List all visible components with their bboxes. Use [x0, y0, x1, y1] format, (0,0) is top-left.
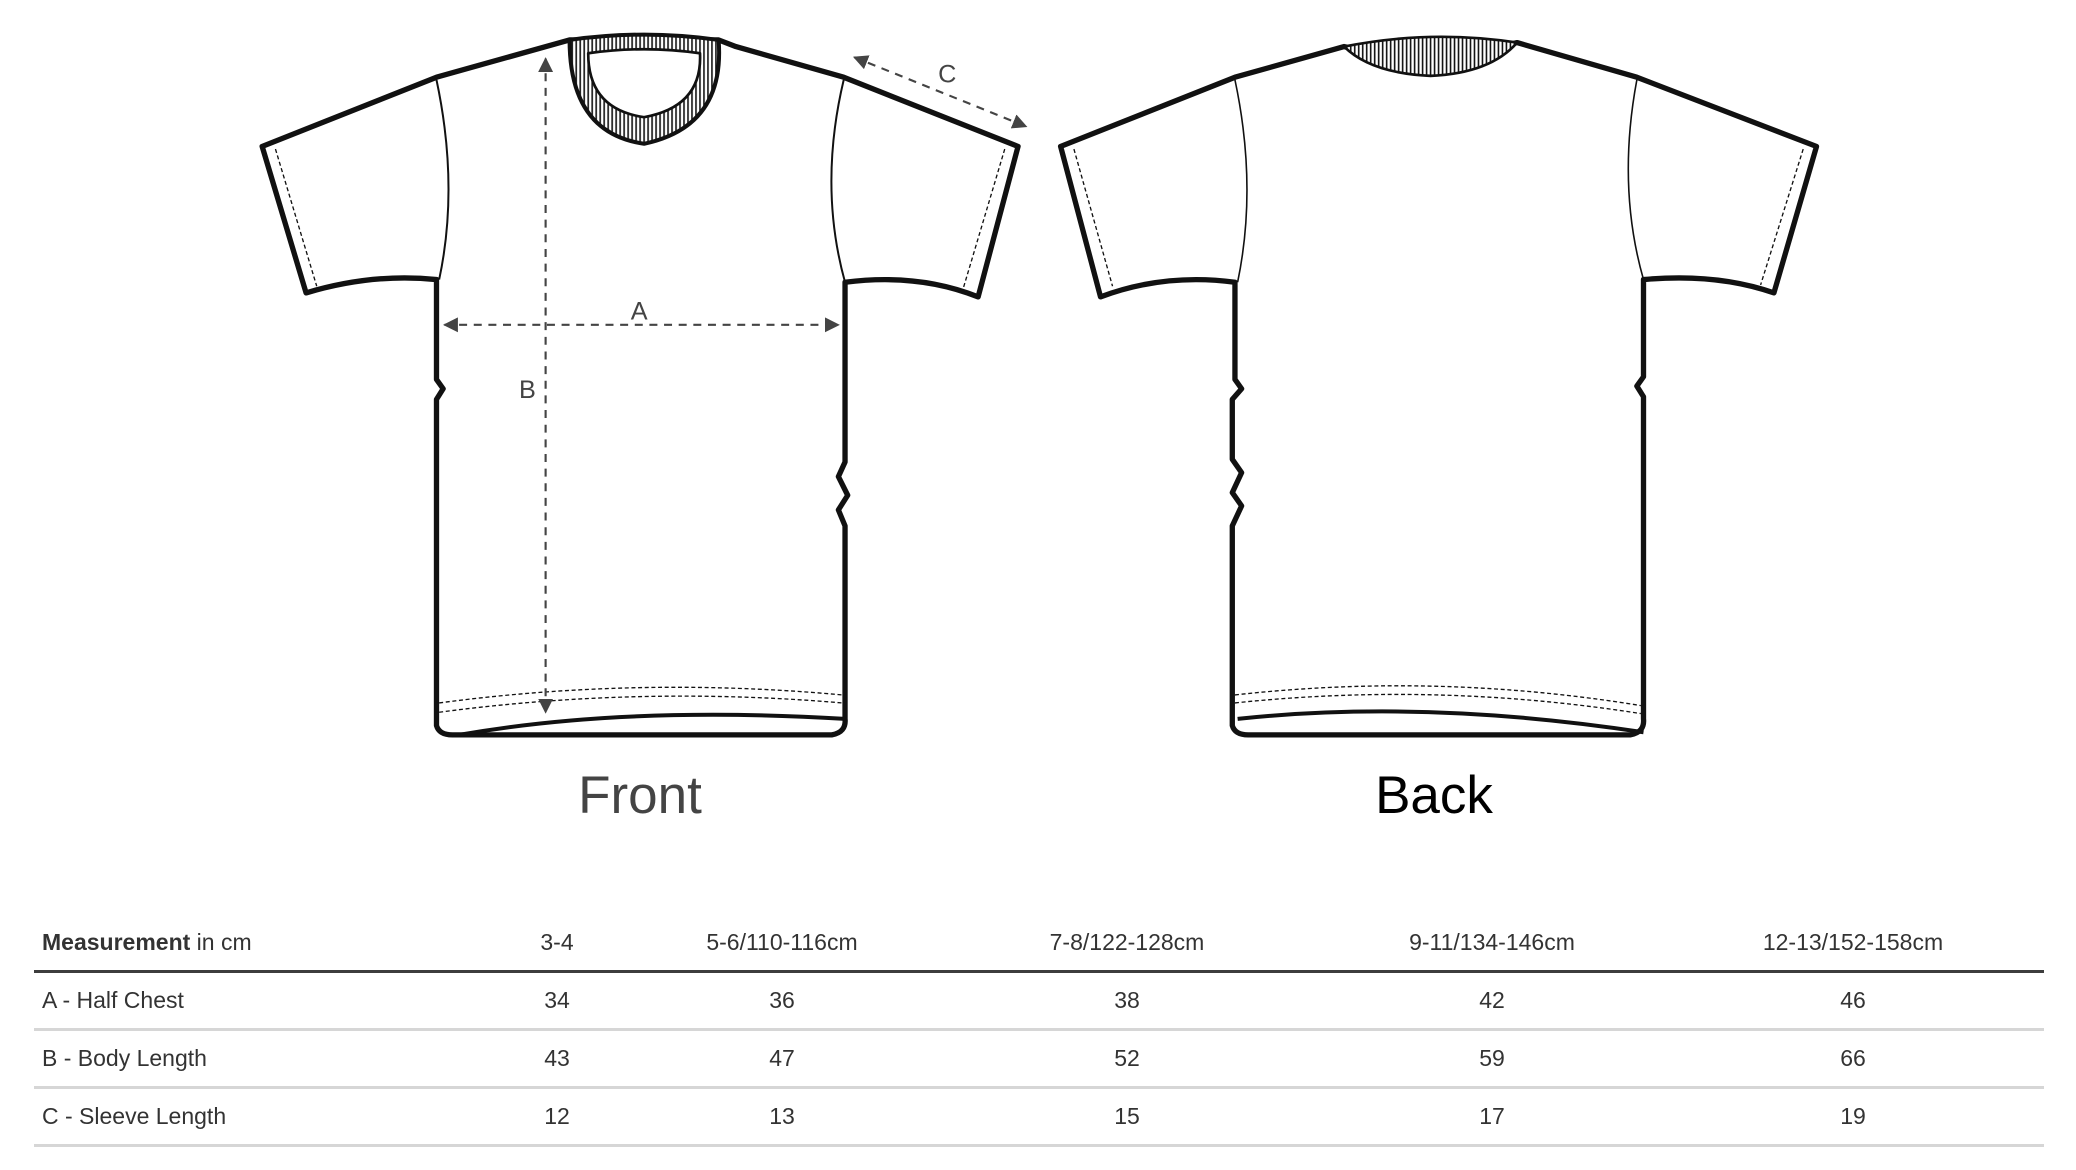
- size-header: 5-6/110-116cm: [706, 929, 858, 955]
- size-header: 7-8/122-128cm: [1049, 929, 1205, 955]
- back-label: Back: [1375, 766, 1493, 825]
- tshirt-diagrams: A B C: [259, 32, 1820, 738]
- cell: 36: [769, 987, 795, 1013]
- size-header: 3-4: [540, 929, 574, 955]
- cell: 13: [769, 1103, 795, 1129]
- front-shirt: [259, 32, 1021, 738]
- cell: 12: [544, 1103, 570, 1129]
- dim-a-label: A: [631, 298, 648, 326]
- size-header: 9-11/134-146cm: [1409, 929, 1575, 955]
- front-label: Front: [578, 766, 702, 825]
- cell: 17: [1479, 1103, 1505, 1129]
- row-label: A - Half Chest: [42, 987, 184, 1013]
- dim-c-label: C: [938, 61, 956, 89]
- size-header: 12-13/152-158cm: [1762, 929, 1944, 955]
- measurement-header: Measurement in cm: [34, 915, 482, 972]
- cell: 46: [1840, 987, 1866, 1013]
- cell: 59: [1479, 1045, 1505, 1071]
- dim-b-label: B: [519, 376, 536, 404]
- cell: 42: [1479, 987, 1505, 1013]
- row-label: B - Body Length: [42, 1045, 207, 1071]
- table-row: B - Body Length 43 47 52 59 66: [34, 1030, 2044, 1088]
- cell: 66: [1840, 1045, 1866, 1071]
- back-shirt: [1057, 35, 1820, 738]
- cell: 19: [1840, 1103, 1866, 1129]
- table-row: C - Sleeve Length 12 13 15 17 19: [34, 1088, 2044, 1146]
- table-header-row: Measurement in cm 3-4 5-6/110-116cm 7-8/…: [34, 915, 2044, 972]
- cell: 47: [769, 1045, 795, 1071]
- header-unit: in cm: [190, 929, 252, 955]
- cell: 43: [544, 1045, 570, 1071]
- table-row: A - Half Chest 34 36 38 42 46: [34, 972, 2044, 1030]
- cell: 34: [544, 987, 570, 1013]
- cell: 52: [1114, 1045, 1140, 1071]
- cell: 38: [1114, 987, 1140, 1013]
- header-bold: Measurement: [42, 929, 191, 955]
- size-chart-table: Measurement in cm 3-4 5-6/110-116cm 7-8/…: [34, 915, 2044, 1147]
- row-label: C - Sleeve Length: [42, 1103, 227, 1129]
- cell: 15: [1114, 1103, 1140, 1129]
- dimension-arrows: [442, 55, 1028, 714]
